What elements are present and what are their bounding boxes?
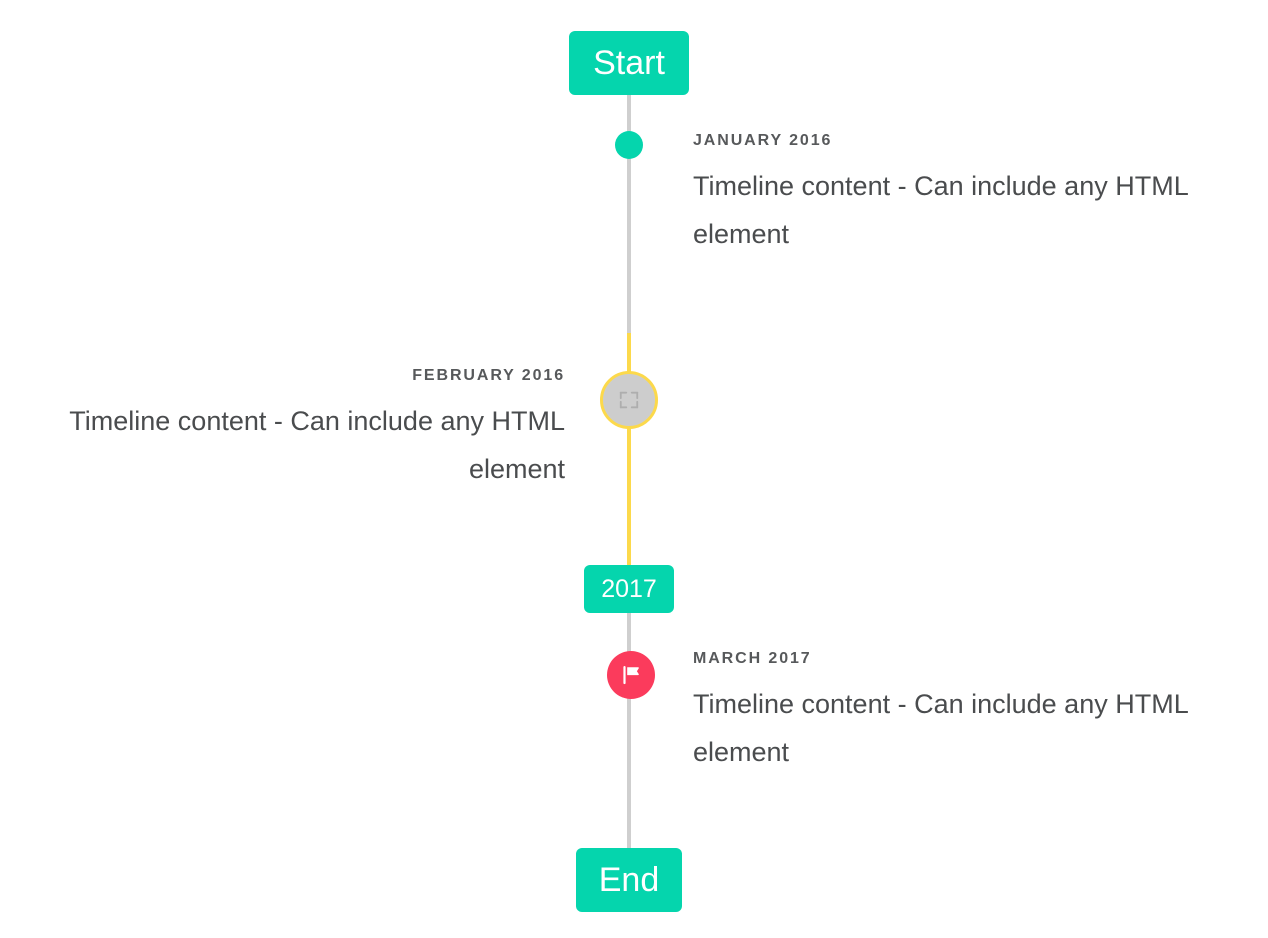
- timeline-start-badge[interactable]: Start: [569, 31, 689, 95]
- timeline-entry-february-2016: February 2016 Timeline content - Can inc…: [41, 366, 565, 493]
- timeline-line-segment-top: [627, 88, 631, 338]
- timeline-entry-date: January 2016: [693, 132, 833, 149]
- timeline-entry-date: March 2017: [693, 650, 812, 667]
- timeline-end-badge[interactable]: End: [576, 848, 682, 912]
- broken-image-icon: [619, 391, 639, 409]
- timeline-year-badge[interactable]: 2017: [584, 565, 674, 613]
- timeline-entry-body: Timeline content - Can include any HTML …: [693, 689, 1188, 768]
- timeline-entry-body: Timeline content - Can include any HTML …: [69, 406, 565, 485]
- timeline-entry-march-2017: March 2017 Timeline content - Can includ…: [693, 649, 1221, 776]
- timeline-line-segment-middle: [627, 333, 631, 595]
- timeline-marker-broken-image-icon[interactable]: [600, 371, 658, 429]
- timeline-entry-date: February 2016: [412, 367, 565, 384]
- timeline-marker-dot-icon[interactable]: [615, 131, 643, 159]
- timeline-marker-flag-icon[interactable]: [607, 651, 655, 699]
- flag-icon: [623, 666, 639, 685]
- timeline-entry-january-2016: January 2016 Timeline content - Can incl…: [693, 131, 1221, 258]
- timeline-entry-body: Timeline content - Can include any HTML …: [693, 171, 1188, 250]
- timeline-line-segment-bottom: [627, 610, 631, 860]
